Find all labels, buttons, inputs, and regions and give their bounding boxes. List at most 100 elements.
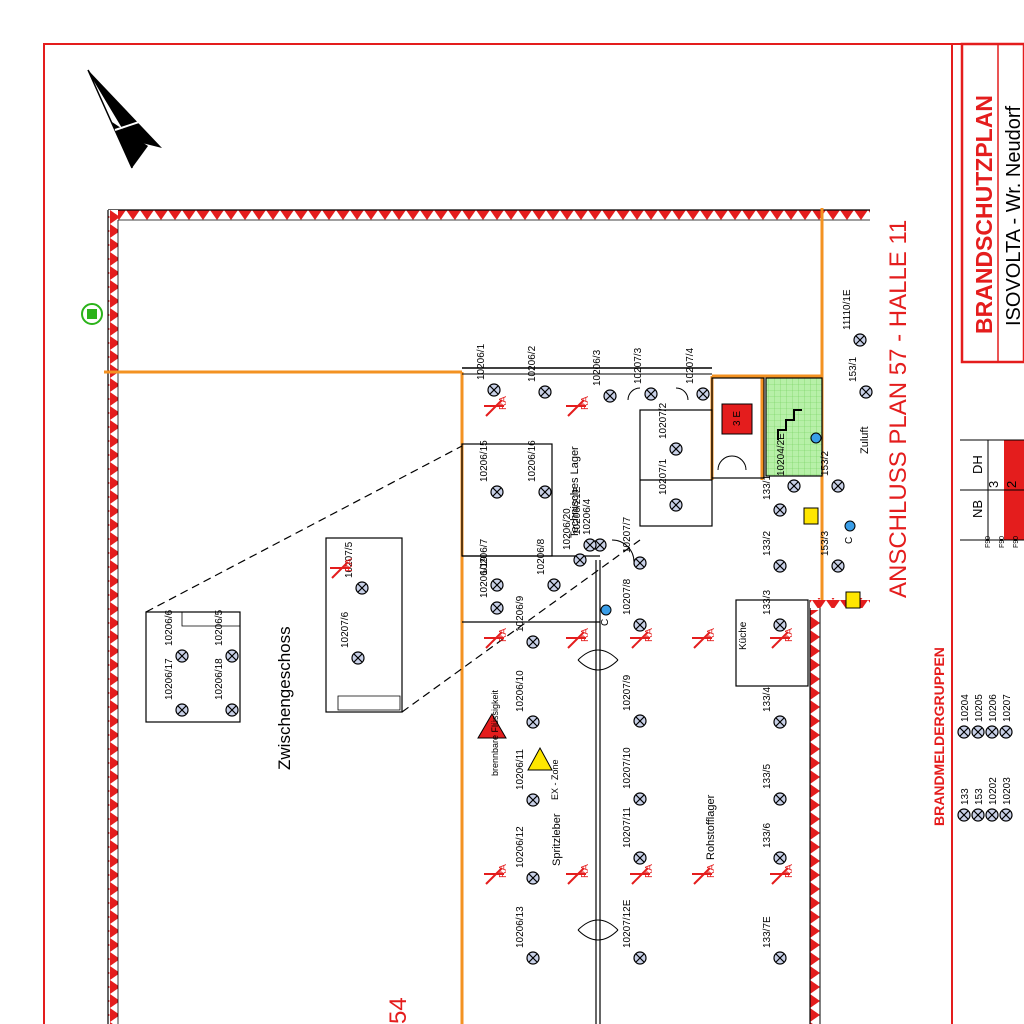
smoke-detector-icon [853, 333, 867, 347]
plan-title: BRANDSCHUTZPLAN [971, 95, 997, 334]
smoke-detector-icon [669, 442, 683, 456]
smoke-vent-label: RA [580, 628, 591, 642]
smoke-vent-label: RA [498, 396, 509, 410]
fire-wall-mid [810, 598, 870, 608]
mezzanine: Zwischengeschoss [145, 445, 641, 770]
smoke-detector-icon [999, 725, 1013, 739]
smoke-detector-icon [985, 725, 999, 739]
smoke-detector-icon [633, 851, 647, 865]
sprinkler-valve-icon [810, 432, 822, 444]
detector-label: 10207/11 [622, 807, 633, 848]
detector-label: 10206/3 [592, 349, 603, 386]
detector-label: 10207/1 [658, 458, 669, 495]
detector-label: 10206/13 [515, 906, 526, 948]
smoke-detector-icon [669, 498, 683, 512]
table-value-nb: 3 [986, 481, 1001, 488]
detector-label: 133/5 [762, 764, 773, 789]
smoke-vent-label: RA [706, 864, 717, 878]
detector-label: 153/2 [820, 451, 831, 476]
smoke-detector-icon [526, 871, 540, 885]
smoke-detector-icon [351, 651, 365, 665]
smoke-vent-icon: RA [692, 628, 717, 649]
detector-label: 10206/8 [536, 538, 547, 575]
smoke-detector-icon [573, 553, 587, 567]
smoke-detector-icon [773, 559, 787, 573]
detector-label: 10207/7 [622, 516, 633, 553]
sheet-frame [43, 43, 1024, 1024]
fire-wall-left [108, 210, 118, 1024]
partial-plan-number: 54 [385, 997, 412, 1024]
detector-label: 10206/7 [479, 538, 490, 575]
sprinkler-valve-icon [600, 604, 612, 616]
smoke-detector-icon [526, 793, 540, 807]
detector-label: 10207/6 [340, 611, 351, 648]
smoke-vent-label: RA [644, 628, 655, 642]
sprinkler-c-2: C [844, 537, 855, 544]
detector-label: 133/6 [762, 823, 773, 848]
zuluft-label: Zuluft [859, 426, 871, 454]
smoke-detector-icon [644, 387, 658, 401]
detector-label: 11110/1E [842, 289, 853, 330]
ex-zone-label: EX - Zone [550, 759, 560, 800]
detector-label: 10206/19 [479, 556, 490, 598]
smoke-vent-label: RA [580, 864, 591, 878]
smoke-detector-icon [773, 951, 787, 965]
sprinkler-valve-icon [844, 520, 856, 532]
detector-label: 10206/9 [515, 595, 526, 632]
detector-label: 10207/4 [685, 347, 696, 384]
smoke-detector-icon [487, 383, 501, 397]
smoke-detector-icon [526, 715, 540, 729]
smoke-detector-icon [971, 725, 985, 739]
detector-label: 10206/18 [214, 658, 225, 700]
detector-label: 10206/2 [527, 345, 538, 382]
detector-label: 133/3 [762, 590, 773, 615]
sprinkler-c-1: C [600, 619, 611, 626]
smoke-vent-icon: RA [770, 628, 795, 649]
detector-label: 10207/12E [622, 899, 633, 948]
detector-label: 133/7E [762, 916, 773, 948]
smoke-vent-icon: RA [770, 864, 795, 885]
legend-title: BRANDMELDERGRUPPEN [931, 647, 947, 826]
doors [577, 387, 747, 941]
legend-group-label: 10205 [974, 694, 985, 722]
legend-group-label: 10202 [988, 777, 999, 805]
smoke-vent-icon: RA [566, 396, 591, 417]
smoke-detector-icon [583, 538, 597, 552]
table-row-0: F90 [985, 536, 992, 548]
smoke-vent-icon: RA [484, 628, 509, 649]
smoke-detector-icon [593, 538, 607, 552]
flammable-liquid-warning-icon: brennbare Flüssigkeit [477, 689, 507, 776]
smoke-detector-icon [355, 581, 369, 595]
smoke-detector-icon [526, 951, 540, 965]
smoke-detector-icon [175, 649, 189, 663]
ex-zone-warning-icon: EX - Zone [527, 746, 560, 800]
smoke-detector-icon [787, 479, 801, 493]
table-row-1: F90 [999, 536, 1006, 548]
smoke-vent-icon: RA [692, 864, 717, 885]
smoke-detector-icon [773, 503, 787, 517]
hazard-table: NB DH 3 2 F90 F90 F90 [960, 439, 1024, 548]
smoke-detector-icon [971, 808, 985, 822]
table-header-dh: DH [970, 455, 985, 474]
smoke-detector-icon [859, 385, 873, 399]
smoke-detector-icon [696, 387, 710, 401]
legend-group-label: 10207 [1002, 694, 1013, 722]
smoke-vent-label: RA [498, 628, 509, 642]
smoke-vent-label: RA [344, 558, 355, 572]
smoke-detector-icon [225, 649, 239, 663]
smoke-vent-icon: RA [630, 864, 655, 885]
detector-label: 10206/16 [527, 440, 538, 482]
legend-group-label: 133 [960, 788, 971, 805]
smoke-detector-icon [957, 725, 971, 739]
smoke-detector-icon [490, 578, 504, 592]
detector-label: 10206/20 [562, 508, 573, 550]
smoke-vent-label: RA [784, 628, 795, 642]
smoke-vent-label: RA [784, 864, 795, 878]
title-box [960, 42, 1024, 364]
smoke-detector-icon [633, 618, 647, 632]
smoke-vent-label: RA [580, 396, 591, 410]
plan-subtitle: ISOVOLTA - Wr. Neudorf [1003, 105, 1024, 326]
smoke-detector-icon [633, 951, 647, 965]
room-technisches-lager: Technisches Lager [569, 446, 581, 538]
